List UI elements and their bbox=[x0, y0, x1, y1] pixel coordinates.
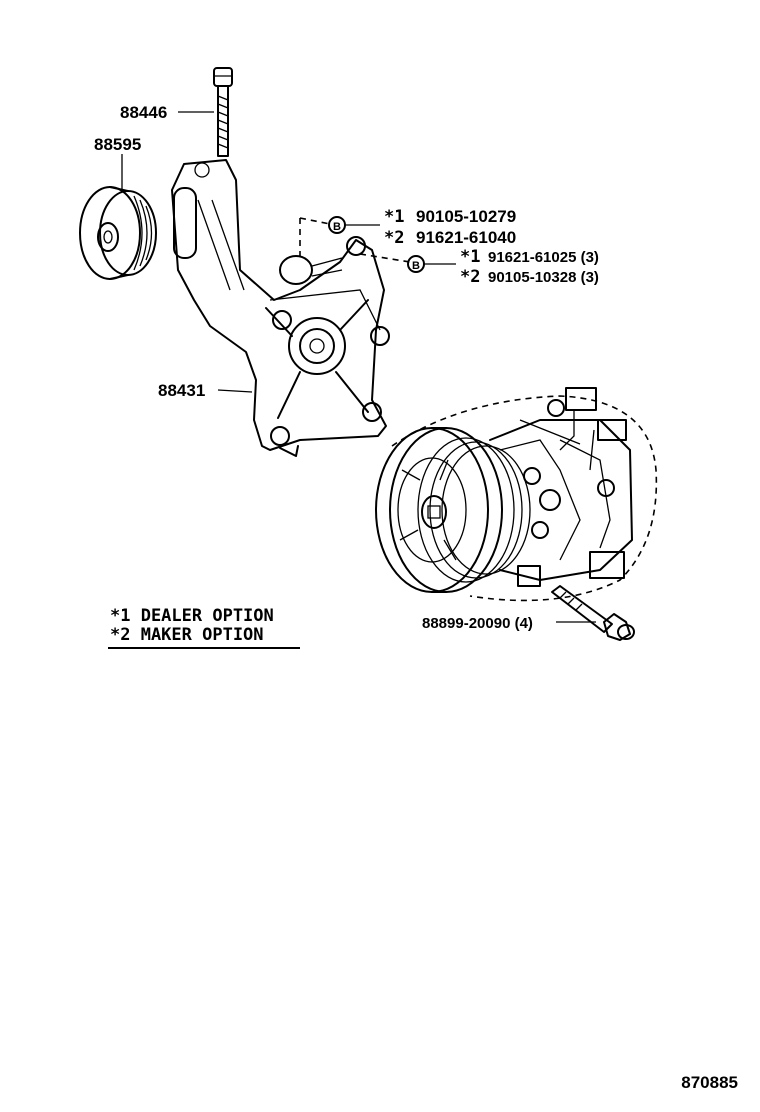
leader-lower-fastener bbox=[359, 253, 411, 263]
lower-fastener-mark-1: *1 bbox=[460, 247, 480, 267]
upper-fastener-mark-2: *2 bbox=[384, 228, 404, 248]
part-label-88446: 88446 bbox=[120, 103, 167, 122]
upper-fastener-part-1: 90105-10279 bbox=[416, 207, 516, 226]
leader-upper-fastener bbox=[299, 217, 331, 262]
bolt-88446-drawing bbox=[213, 67, 233, 157]
leader-88431 bbox=[217, 389, 253, 393]
compressor-drawing bbox=[375, 387, 658, 602]
lower-fastener-part-2: 90105-10328 (3) bbox=[488, 269, 599, 286]
svg-text:B: B bbox=[333, 221, 341, 233]
lower-fastener-part-1: 91621-61025 (3) bbox=[488, 249, 599, 266]
part-label-compressor-bolt: 88899-20090 (4) bbox=[422, 615, 533, 632]
part-label-88431: 88431 bbox=[158, 381, 205, 400]
part-label-88595: 88595 bbox=[94, 135, 141, 154]
compressor-bolt-drawing bbox=[551, 585, 635, 641]
idler-pulley-drawing bbox=[79, 186, 157, 280]
upper-fastener-mark-1: *1 bbox=[384, 207, 404, 227]
bracket-drawing bbox=[171, 159, 390, 457]
legend: *1 DEALER OPTION *2 MAKER OPTION bbox=[108, 606, 300, 649]
upper-fastener-part-2: 91621-61040 bbox=[416, 228, 516, 247]
diagram-number: 870885 bbox=[681, 1073, 738, 1092]
svg-text:B: B bbox=[412, 260, 420, 272]
legend-item-maker-option: *2 MAKER OPTION bbox=[110, 625, 264, 645]
legend-item-dealer-option: *1 DEALER OPTION bbox=[110, 606, 274, 626]
lower-fastener-mark-2: *2 bbox=[460, 267, 480, 287]
